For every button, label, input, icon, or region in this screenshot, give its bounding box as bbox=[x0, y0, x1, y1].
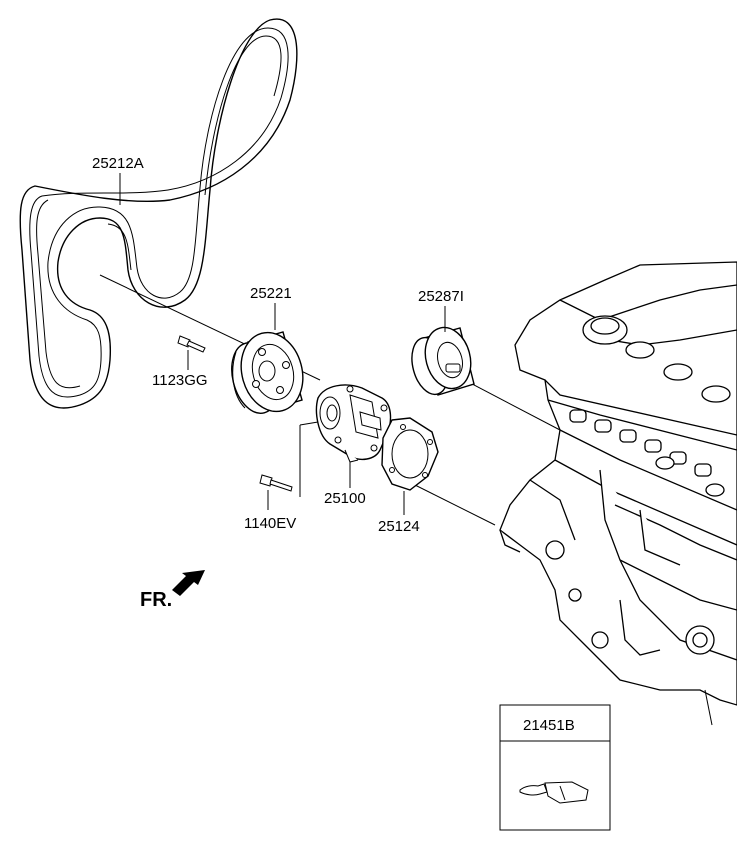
water-pump-label: 25100 bbox=[324, 490, 366, 507]
pump-bolt-label: 1140EV bbox=[244, 515, 296, 532]
idler-label: 25287I bbox=[418, 288, 464, 305]
intake-ports bbox=[569, 409, 725, 497]
water-pump-gasket bbox=[381, 417, 439, 491]
sealant-box: 21451B bbox=[499, 704, 611, 831]
engine-block bbox=[499, 261, 737, 726]
belt-label: 25212A bbox=[92, 155, 144, 172]
drive-belt bbox=[19, 18, 298, 409]
pulley-label: 25221 bbox=[250, 285, 292, 302]
water-pump bbox=[315, 384, 392, 463]
pulley-bolt bbox=[177, 335, 206, 353]
front-label: FR. bbox=[140, 589, 172, 611]
sealant-label: 21451B bbox=[523, 717, 575, 734]
front-direction-indicator: FR. bbox=[140, 570, 205, 611]
gasket-label: 25124 bbox=[378, 518, 420, 535]
front-arrow-icon bbox=[172, 570, 205, 596]
water-pump-pulley bbox=[231, 331, 304, 414]
pump-bolt bbox=[259, 474, 293, 492]
idler-pulley bbox=[411, 326, 475, 396]
sealant-tube-icon bbox=[519, 781, 589, 804]
pulley-bolt-label: 1123GG bbox=[152, 372, 208, 389]
